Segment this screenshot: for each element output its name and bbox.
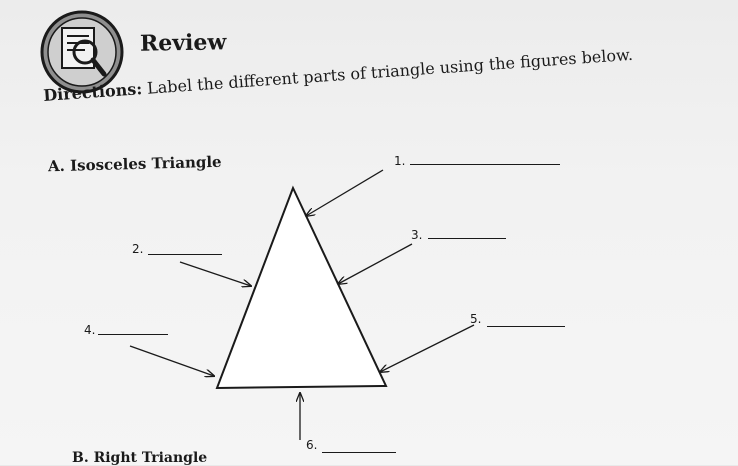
isosceles-triangle xyxy=(215,185,388,390)
blank-6-number: 6. xyxy=(306,438,318,452)
arrow-1 xyxy=(306,169,384,216)
blank-2-line[interactable] xyxy=(148,254,222,255)
arrow-3 xyxy=(338,243,413,284)
review-magnifier-icon xyxy=(40,10,124,94)
blank-2-number: 2. xyxy=(132,242,144,256)
blank-1-number: 1. xyxy=(394,154,406,168)
blank-3-number: 3. xyxy=(411,228,423,242)
blank-5-line[interactable] xyxy=(487,326,565,327)
section-b-title: B. Right Triangle xyxy=(72,450,208,466)
arrow-5 xyxy=(380,324,475,372)
blank-4-line[interactable] xyxy=(98,334,168,335)
arrow-2 xyxy=(179,261,251,286)
blank-1-line[interactable] xyxy=(410,164,560,165)
blank-6-line[interactable] xyxy=(322,452,396,453)
blank-4-number: 4. xyxy=(84,323,96,337)
blank-5-number: 5. xyxy=(470,312,482,326)
blank-3-line[interactable] xyxy=(428,238,506,239)
arrow-4 xyxy=(129,345,214,376)
